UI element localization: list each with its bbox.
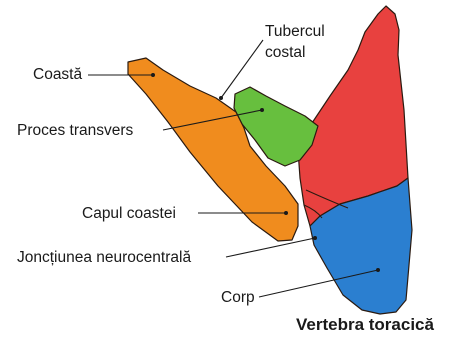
figure-caption: Vertebra toracică — [296, 315, 434, 335]
label-corp: Corp — [221, 288, 255, 307]
leader-tubercul — [221, 40, 263, 98]
dot-tubercul — [219, 96, 223, 100]
label-tubercul-costal-line1: Tubercul — [265, 22, 325, 41]
dot-capul-coastei — [284, 211, 288, 215]
label-coasta: Coastă — [33, 65, 82, 84]
label-proces-transvers: Proces transvers — [17, 121, 133, 140]
dot-proces-transvers — [260, 108, 264, 112]
dot-coasta — [151, 73, 155, 77]
label-capul-coastei: Capul coastei — [82, 204, 176, 223]
dot-jonctiunea — [313, 236, 317, 240]
label-jonctiunea-neurocentrala: Joncțiunea neurocentrală — [17, 248, 191, 267]
dot-corp — [376, 268, 380, 272]
label-tubercul-costal-line2: costal — [265, 43, 306, 62]
leader-jonctiunea — [226, 238, 315, 257]
